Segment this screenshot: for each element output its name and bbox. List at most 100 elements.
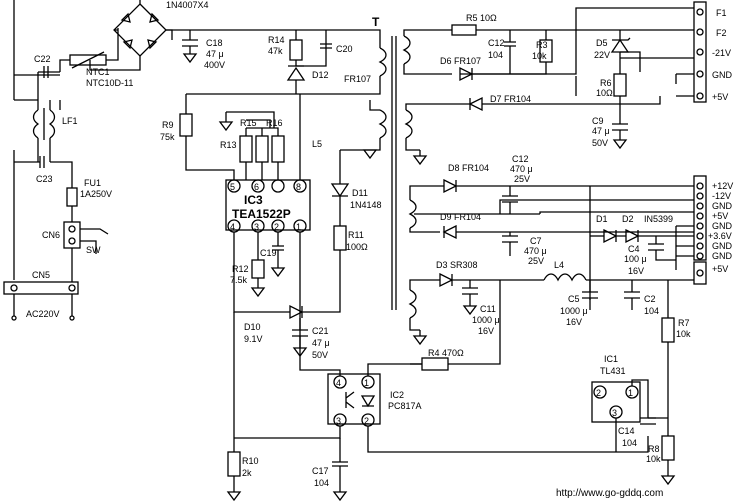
label-ntc1-part: NTC10D-11 [86,78,133,88]
label-r14: R14 [268,35,285,45]
ic2-pin-3: 3 [336,416,341,426]
ic1-pin-3: 3 [612,408,617,418]
pin-5: 5 [230,182,235,192]
label-c5-volt: 16V [566,317,582,327]
label-r10-val: 2k [242,468,252,478]
thermistor-ntc1 [69,51,107,69]
label-c17: C17 [312,466,329,476]
label-sw: SW [86,245,101,255]
resistor-r4 [421,357,449,371]
label-fu1-rating: 1A250V [80,189,112,199]
label-c18: C18 [206,38,223,48]
label-c9-val: 47 μ [592,126,610,136]
output-mid-0: +12V [712,181,733,191]
connector-top: F1 F2 -21V GND +5V [575,1,733,103]
diode-d7 [468,96,483,112]
capacitor-c12a [504,41,516,47]
label-c12a: C12 [488,38,505,48]
label-c7: C7 [530,236,542,246]
secondary-section-mid: D8 FR104 D9 FR104 C12 470 μ 25V C7 470 μ… [408,154,694,300]
label-ac220v: AC220V [26,309,60,319]
label-t: T [372,15,380,29]
label-c21-volt: 50V [312,350,328,360]
label-c12a-val: 104 [488,50,503,60]
label-c12b: C12 [512,154,529,164]
label-r4: R4 470Ω [428,348,464,358]
label-c4: C4 [628,244,640,254]
ic1-pin-2: 2 [596,388,601,398]
fuse-fu1 [66,187,78,207]
resistor-r11 [333,225,347,251]
resistor-r12 [251,259,265,279]
pin-8: 8 [296,182,301,192]
label-c4-volt: 16V [628,266,644,276]
label-d9: D9 FR104 [440,212,481,222]
label-ic1-part: TL431 [600,366,626,376]
capacitor-c4 [648,243,664,251]
label-c20: C20 [336,44,353,54]
label-c5-val: 1000 μ [560,306,588,316]
resistor-r5 [451,24,477,36]
capacitor-c23 [39,156,45,168]
label-c9: C9 [592,116,604,126]
connector-cn5 [3,281,79,321]
label-d2: D2 [622,214,634,224]
output-top-1: F2 [716,28,727,38]
label-c5: C5 [568,294,580,304]
label-c4-val: 100 μ [624,254,647,264]
label-r3: R3 [536,40,548,50]
secondary-section-top: R5 10Ω C12 104 R3 10k D6 FR107 D5 22V R6… [402,7,694,166]
diode-d8 [443,178,458,194]
label-c21: C21 [312,326,329,336]
ic2-pin-1: 1 [364,378,369,388]
label-c12b-volt: 25V [514,174,530,184]
label-c19: C19 [260,248,277,258]
label-d11: D11 [352,188,368,198]
label-d10-val: 9.1V [244,334,263,344]
label-c11: C11 [480,304,496,314]
output-mid-4: GND [712,221,733,231]
label-d6: D6 FR107 [440,56,481,66]
label-r8: R8 [648,444,660,454]
capacitor-c22 [43,66,49,78]
diode-d12 [286,65,306,81]
label-l4: L4 [554,260,564,270]
label-cn5: CN5 [32,270,50,280]
label-ntc1: NTC1 [86,67,110,77]
output-top-3: GND [712,70,733,80]
pin-2: 2 [274,222,279,232]
pin-6: 6 [254,182,259,192]
label-d12: D12 [312,70,329,80]
ic2-pin-4: 4 [336,378,341,388]
diode-d10 [289,304,304,320]
label-r5: R5 10Ω [466,13,497,23]
label-d5: D5 [596,38,608,48]
output-top-2: -21V [712,48,731,58]
label-d3: D3 SR308 [436,260,478,270]
label-ic1: IC1 [604,354,618,364]
label-c2-val: 104 [644,306,659,316]
label-ic2-part: PC817A [388,401,422,411]
label-r6: R6 [600,78,612,88]
label-r9: R9 [162,120,174,130]
label-c7-volt: 25V [528,256,544,266]
ic1-pin-1: 1 [628,388,633,398]
output-mid-6: GND [712,241,733,251]
pin-1: 1 [296,222,301,232]
zener-d5 [610,37,631,53]
output-mid-7: GND [712,251,733,261]
label-r7: R7 [678,318,690,328]
label-r16: R16 [266,118,283,128]
label-c14-val: 104 [622,438,637,448]
label-d7: D7 FR104 [490,94,531,104]
capacitor-c12b [502,195,518,203]
label-c14: C14 [618,426,635,436]
label-r7-val: 10k [676,329,691,339]
label-c12b-val: 470 μ [510,164,533,174]
label-c23: C23 [36,174,53,184]
connector-cn6 [63,221,81,249]
label-fu1: FU1 [84,178,101,188]
label-r15: R15 [240,118,257,128]
label-d1: D1 [596,214,608,224]
